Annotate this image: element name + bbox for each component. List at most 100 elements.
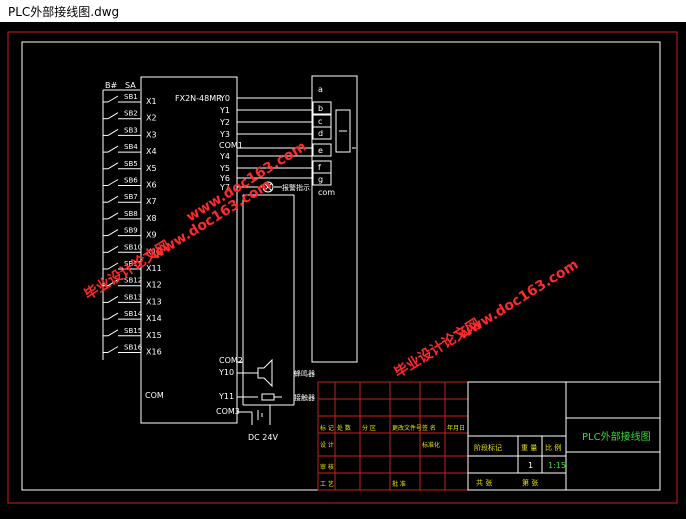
- switch-7: SB7: [103, 193, 141, 203]
- title-block-cell: 分 区: [362, 424, 376, 432]
- title-block-cell: 批 准: [392, 480, 406, 488]
- switch-label: SB13: [124, 293, 142, 301]
- stage-label: 阶段标记: [474, 443, 502, 452]
- segment-label: f: [318, 163, 321, 172]
- switch-15: SB15: [103, 327, 142, 337]
- plc-output-label: Y0: [219, 94, 230, 103]
- weight-value: 1: [528, 461, 533, 470]
- switch-13: SB13: [103, 293, 142, 303]
- watermark-url-2: www.doc163.com: [184, 139, 310, 226]
- segment-row: d: [312, 126, 332, 140]
- segment-label: d: [318, 129, 323, 138]
- output-wires: [237, 97, 312, 425]
- seven-segment-icon: [335, 109, 356, 153]
- switch-9: SB9: [103, 227, 141, 237]
- switch-label: SB1: [124, 93, 138, 101]
- segment-row: c: [312, 114, 332, 128]
- title-block-cell: 标准化: [422, 441, 440, 449]
- plc-output-label: Y1: [219, 106, 230, 115]
- switch-label: SB14: [124, 310, 143, 318]
- plc-output-label: Y4: [219, 152, 230, 161]
- plc-output-label: Y5: [219, 164, 230, 173]
- switch-3: SB3: [103, 126, 141, 136]
- plc-input-label: X8: [146, 214, 157, 223]
- plc-input-label: X1: [146, 97, 157, 106]
- switch-header-0: B#: [105, 81, 117, 90]
- switch-label: SB2: [124, 110, 138, 118]
- title-block-cell: 更改文件号: [392, 424, 422, 432]
- plc-input-label: X9: [146, 231, 157, 240]
- switch-label: SB16: [124, 344, 143, 352]
- switch-label: SB9: [124, 227, 138, 235]
- title-block-cell: 年月日: [447, 424, 465, 432]
- segment-row: a: [318, 85, 323, 94]
- alarm-lamp-icon: [262, 181, 274, 193]
- plc-input-label: X6: [146, 181, 157, 190]
- segment-label: com: [318, 188, 335, 197]
- switch-label: SB15: [124, 327, 142, 335]
- sheet-number: 第 张: [522, 478, 538, 487]
- plc-input-label: X3: [146, 130, 157, 139]
- watermark-cn-2: 毕业设计论文网: [391, 315, 483, 381]
- segment-label: c: [318, 117, 322, 126]
- plc-input-label: X10: [146, 247, 162, 256]
- plc-output-label: Y6: [219, 174, 230, 183]
- title-block-right: [467, 381, 661, 491]
- plc-input-label: X7: [146, 197, 157, 206]
- speaker-label: 蜂鸣器: [294, 369, 315, 378]
- switch-11: SB11: [103, 260, 142, 270]
- plc-y10-label: Y10: [218, 368, 234, 377]
- switch-6: SB6: [103, 177, 141, 186]
- plc-input-label: X12: [146, 281, 162, 290]
- switch-header-1: SA: [125, 81, 136, 90]
- battery-icon: [257, 410, 263, 420]
- plc-box: [140, 76, 238, 424]
- segment-row: b: [312, 101, 332, 115]
- title-block-cell: 审 核: [320, 463, 334, 471]
- segment-row: g: [312, 172, 332, 186]
- segment-label: b: [318, 104, 323, 113]
- window-title: PLC外部接线图.dwg: [8, 5, 120, 19]
- switch-label: SB6: [124, 177, 138, 185]
- switch-12: SB12: [103, 277, 142, 287]
- switch-label: SB4: [124, 143, 138, 151]
- switch-16: SB16: [103, 344, 143, 353]
- speaker-icon: [257, 358, 273, 388]
- title-bar: PLC外部接线图.dwg: [0, 0, 686, 22]
- switch-8: SB8: [103, 210, 141, 220]
- switch-4: SB4: [103, 143, 141, 153]
- plc-com3-label: COM3: [216, 407, 240, 416]
- segment-row: com: [318, 188, 335, 197]
- plc-com2-label: COM2: [219, 356, 243, 365]
- switch-2: SB2: [103, 110, 141, 120]
- outer-border: [7, 31, 678, 504]
- power-label: DC 24V: [248, 433, 278, 442]
- title-block-grid: [317, 381, 469, 491]
- sheet-total: 共 张: [476, 478, 492, 487]
- plc-com1-label: COM1: [219, 141, 243, 150]
- weight-label: 重 量: [521, 444, 537, 452]
- segment-row: f: [312, 160, 332, 174]
- seven-segment-box: [311, 75, 358, 363]
- switch-14: SB14: [103, 310, 143, 320]
- switch-label: SB12: [124, 277, 142, 285]
- plc-input-label: X5: [146, 164, 157, 173]
- switch-label: SB7: [124, 193, 138, 201]
- plc-input-label: X4: [146, 147, 157, 156]
- segment-label: g: [318, 175, 323, 184]
- title-block-cell: 设 计: [320, 441, 334, 449]
- title-block-cell: 处 数: [337, 424, 351, 432]
- switch-label: SB11: [124, 260, 142, 268]
- lamp-label: 报警指示: [282, 183, 310, 192]
- scale-value: 1:15: [548, 461, 566, 470]
- plc-model: FX2N-48MR: [175, 94, 222, 103]
- segment-label: a: [318, 85, 323, 94]
- title-block-text: 标 记处 数分 区更改文件号签 名年月日设 计标准化审 核工 艺批 准: [320, 424, 465, 488]
- resistor-label: 接触器: [294, 393, 315, 402]
- plc-input-label: X16: [146, 348, 162, 357]
- plc-y11-label: Y11: [218, 392, 234, 401]
